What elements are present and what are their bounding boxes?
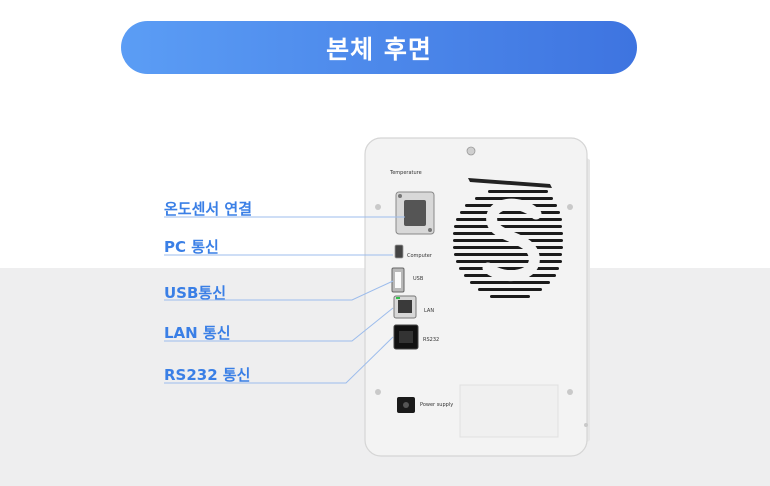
label-pc-comm: PC 통신 bbox=[164, 238, 219, 256]
screw-icon bbox=[375, 204, 381, 210]
leader-lines bbox=[164, 216, 405, 384]
screw-icon bbox=[567, 389, 573, 395]
screw-icon bbox=[466, 146, 476, 156]
port-label-rs232: RS232 bbox=[423, 337, 439, 343]
screw-icon bbox=[584, 423, 588, 427]
port-label-lan: LAN bbox=[424, 308, 434, 314]
port-label-usb: USB bbox=[413, 276, 424, 282]
vent-slit bbox=[468, 178, 552, 188]
port-label-computer: Computer bbox=[407, 253, 433, 259]
port-label-temperature: Temperature bbox=[389, 170, 422, 176]
logo-icon bbox=[482, 198, 542, 282]
label-rs232-comm: RS232 통신 bbox=[164, 366, 251, 384]
title-banner: 본체 후면 bbox=[121, 21, 637, 74]
screw-icon bbox=[375, 389, 381, 395]
screw-icon bbox=[567, 204, 573, 210]
label-lan-comm: LAN 통신 bbox=[164, 324, 231, 342]
label-temperature-sensor: 온도센서 연결 bbox=[164, 200, 253, 218]
port-label-power: Power supply bbox=[420, 402, 453, 408]
computer-port-icon bbox=[394, 244, 404, 259]
label-usb-comm: USB통신 bbox=[164, 284, 227, 302]
label-sticker bbox=[459, 384, 559, 438]
page-title: 본체 후면 bbox=[326, 34, 432, 64]
